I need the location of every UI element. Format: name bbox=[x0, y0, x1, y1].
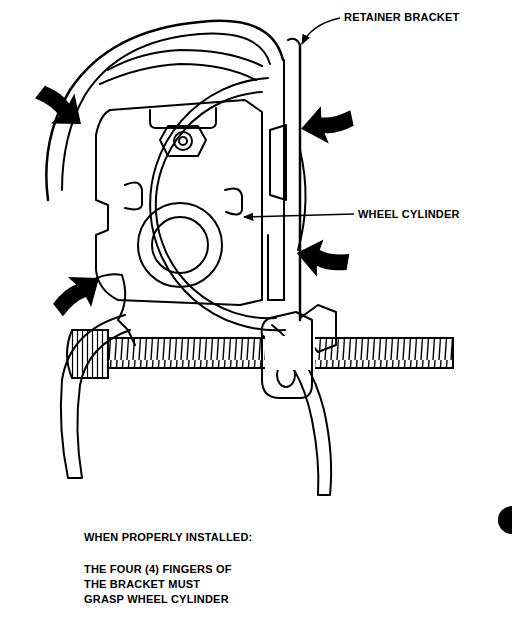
star-wheel bbox=[67, 330, 108, 378]
retainer-bracket bbox=[46, 21, 283, 200]
leader-line bbox=[302, 18, 340, 44]
finger-arrows bbox=[29, 76, 356, 324]
leader-line bbox=[244, 214, 354, 217]
part-label: WHEEL CYLINDER bbox=[358, 207, 460, 222]
note-heading: WHEN PROPERLY INSTALLED: bbox=[84, 530, 252, 545]
note-text: THE FOUR (4) FINGERS OF THE BRACKET MUST… bbox=[84, 562, 236, 607]
page-mark bbox=[498, 506, 512, 534]
part-label: RETAINER BRACKET bbox=[344, 10, 459, 25]
